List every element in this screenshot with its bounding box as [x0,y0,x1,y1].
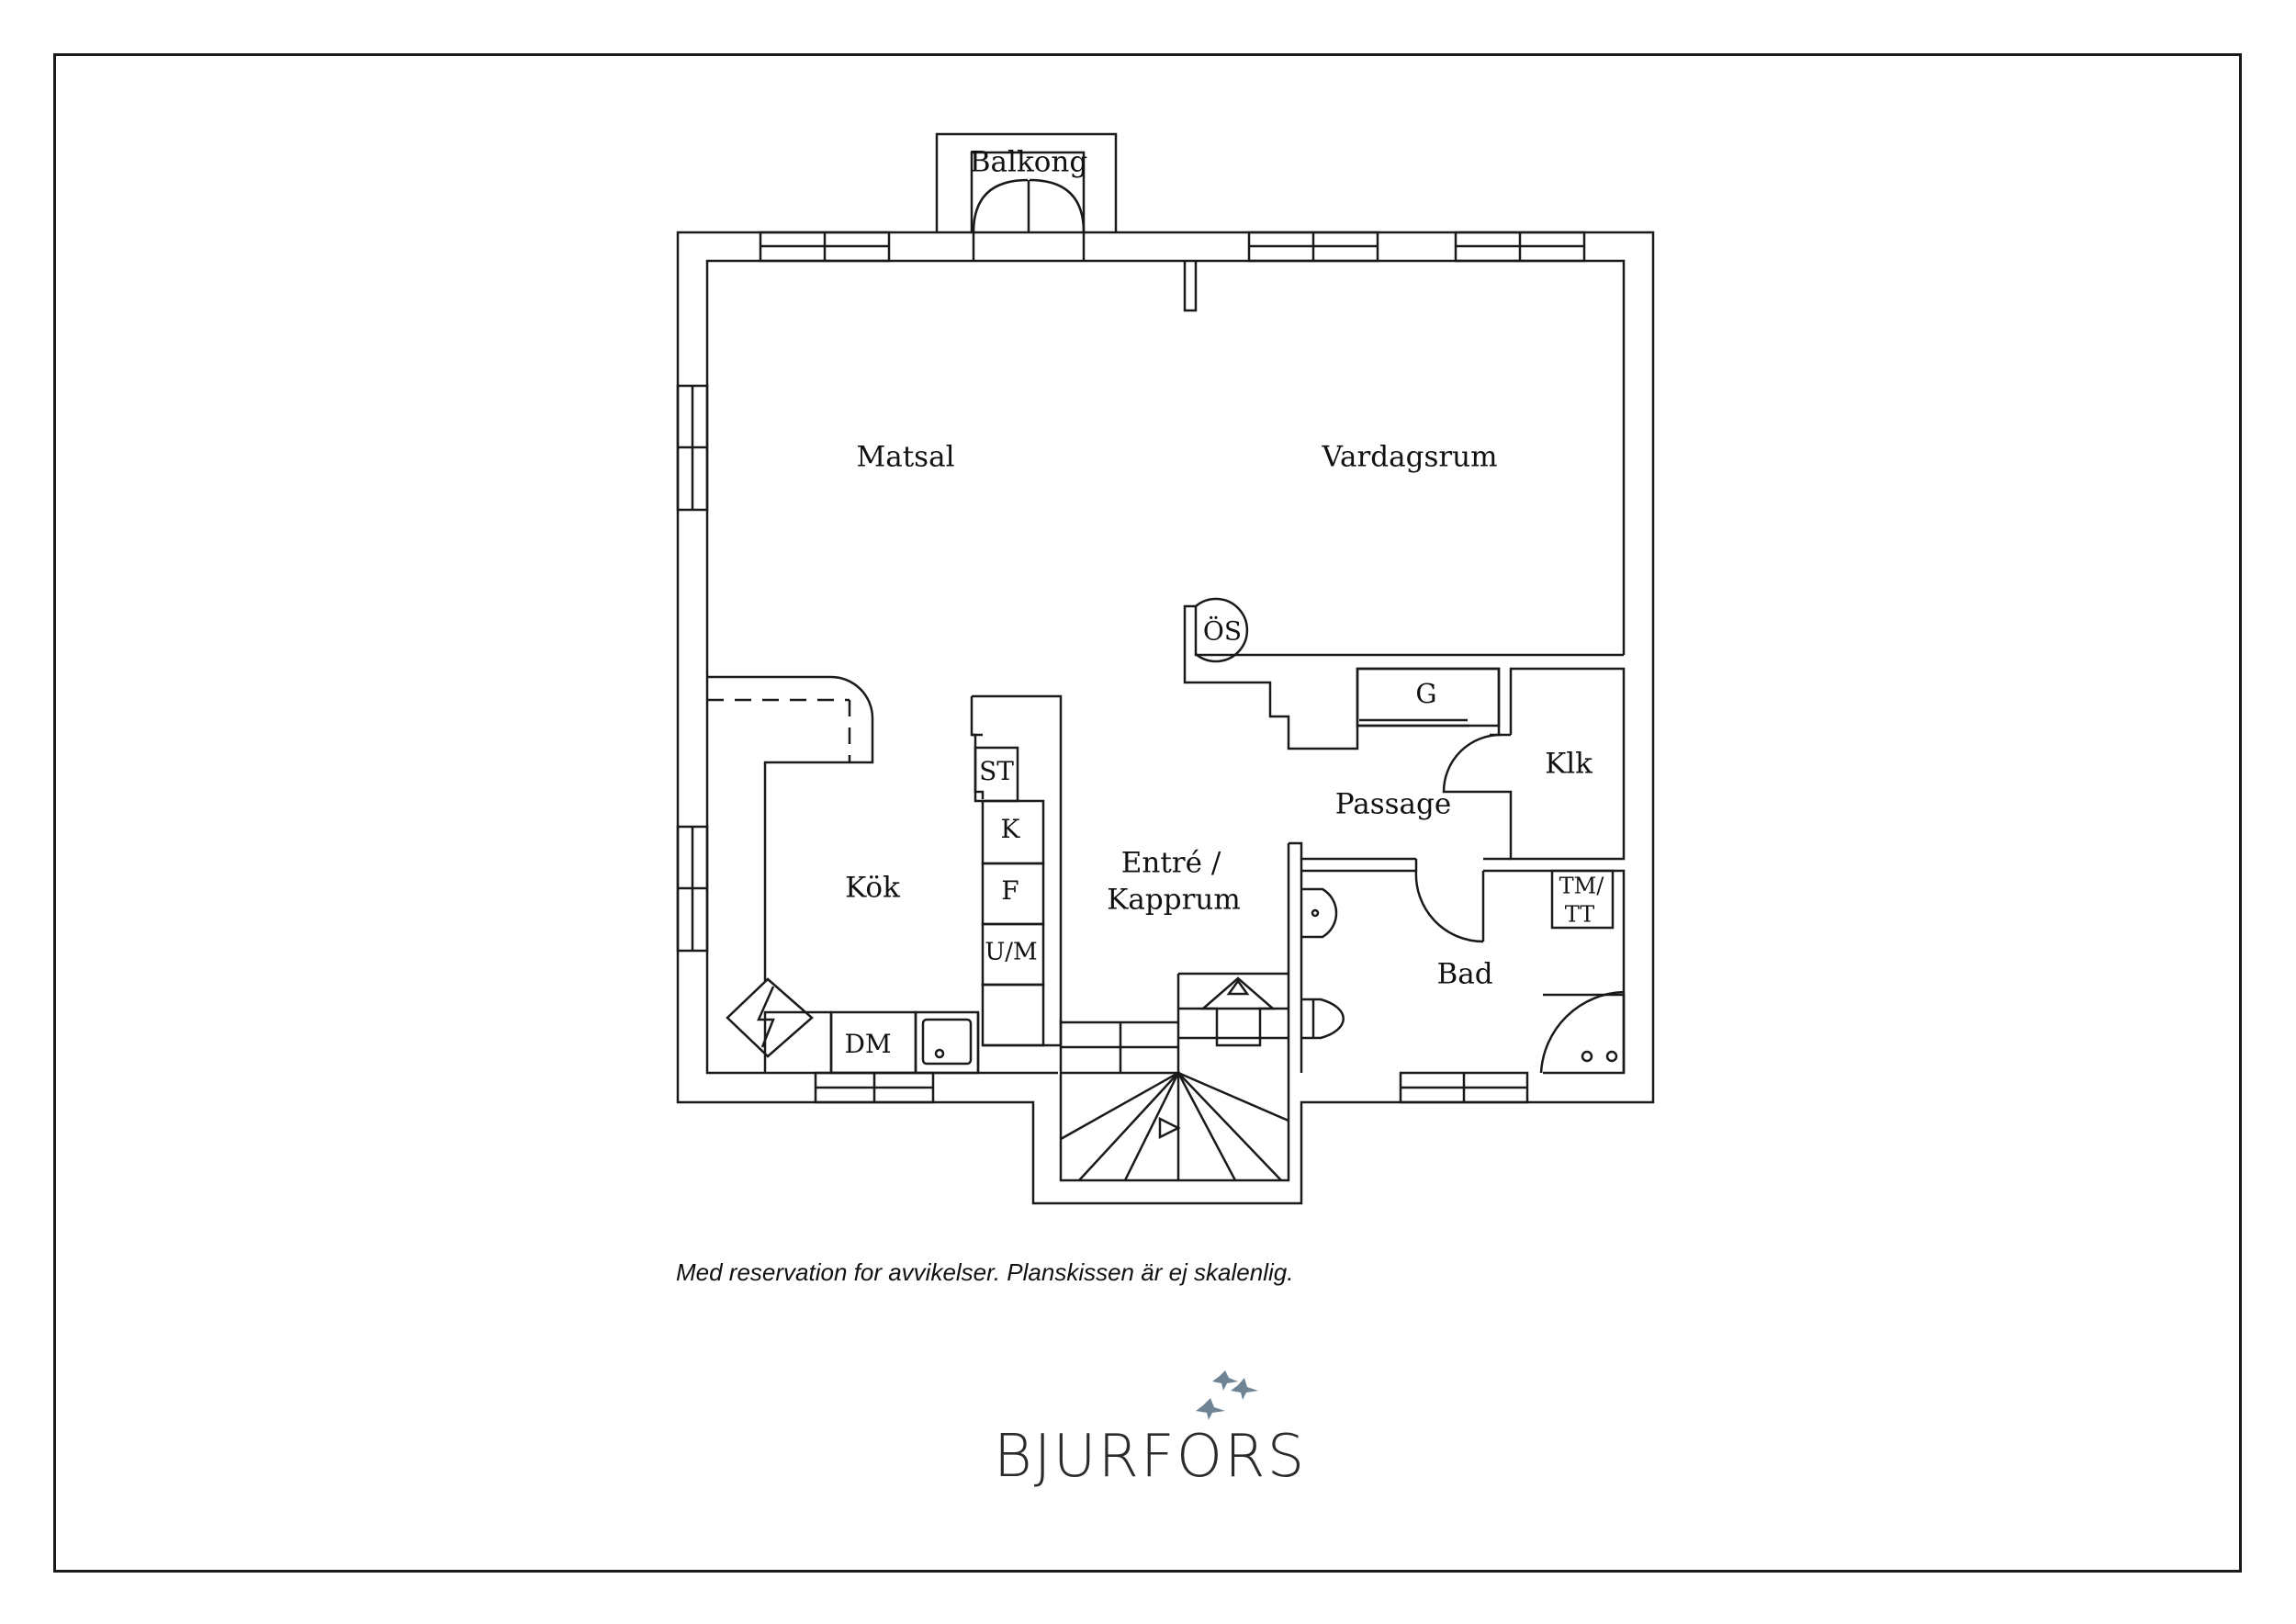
room-label-passage: Passage [1334,787,1452,821]
kitchen-counter [707,675,874,981]
room-label-dining: Matsal [856,440,955,474]
room-label-kitchen: Kök [845,871,900,905]
washer-dryer [1550,869,1615,930]
outer-wall [676,231,1655,1205]
room-label-bath: Bad [1436,957,1493,991]
shower [1543,993,1626,1075]
fixture-label-tmtt-2: TT [1564,901,1595,928]
balcony-door [972,178,1029,233]
closet-door [1442,733,1502,794]
room-label-closet: Klk [1545,747,1593,781]
closet-wall [1501,667,1626,861]
disclaimer-text: Med reservation for avvikelser. Planskis… [676,1258,1294,1286]
page-frame [53,53,2242,1573]
stair-arrow-up [1199,976,1277,1047]
fixture-label-um: U/M [985,938,1038,966]
toilet-icon [1301,998,1345,1040]
room-label-living: Vardagsrum [1322,440,1498,474]
stove-label: ÖS [1202,615,1243,647]
stove-icon [1195,597,1249,663]
brand-birds-icon [1196,1370,1258,1420]
stair-arrow [1158,1116,1181,1140]
brand-logo: BJURFORS [993,1423,1307,1491]
wardrobe-label: G [1415,677,1437,709]
fixture-label-dm: DM [844,1029,892,1060]
room-label-balcony: Balkong [969,145,1088,179]
room-label-entry: Entré / [1120,846,1221,880]
living-wall [1183,604,1624,750]
stair-wall [1059,1020,1290,1182]
fixture-label-st: ST [979,756,1014,787]
fixture-label-tmtt: TM/ [1559,873,1604,899]
sink-icon [1301,887,1338,939]
range-icon [726,977,814,1058]
fixture-label-k: K [1000,814,1020,845]
bath-wall [1289,841,1416,861]
fixture-label-f: F [1001,875,1019,907]
room-label-entry-2: Kapprum [1107,883,1241,917]
bath-door [1414,870,1484,943]
balcony-outline [935,132,1118,232]
